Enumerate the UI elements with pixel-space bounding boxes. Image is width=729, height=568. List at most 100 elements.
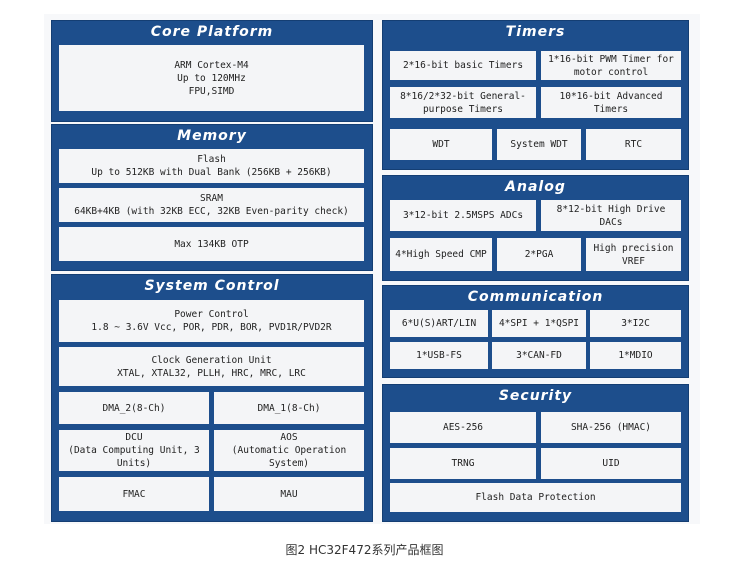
security-panel: Security AES-256 SHA-256 (HMAC) TRNG UID…: [382, 384, 689, 522]
dac-line-2: DACs: [599, 216, 623, 228]
system-control-title: System Control: [144, 278, 280, 294]
spi-block: 4*SPI + 1*QSPI: [492, 310, 586, 337]
rtc-label: RTC: [624, 139, 643, 150]
mdio-block: 1*MDIO: [590, 342, 681, 369]
pga-block: 2*PGA: [497, 238, 581, 271]
aes-block: AES-256: [390, 412, 536, 443]
cpu-block: ARM Cortex-M4 Up to 120MHz FPU,SIMD: [59, 45, 364, 111]
advanced-timers-block: 10*16-bit Advanced Timers: [541, 87, 681, 118]
mdio-label: 1*MDIO: [618, 350, 653, 361]
timers-panel: Timers 2*16-bit basic Timers 1*16-bit PW…: [382, 20, 689, 170]
advanced-timers-line-2: Timers: [593, 103, 629, 115]
core-platform-title: Core Platform: [150, 24, 274, 40]
dac-block: 8*12-bit High Drive DACs: [541, 200, 681, 231]
system-control-panel: System Control Power Control 1.8 ~ 3.6V …: [51, 274, 373, 522]
dac-line-1: 8*12-bit High Drive: [556, 203, 666, 215]
trng-block: TRNG: [390, 448, 536, 479]
aos-detail-1: (Automatic Operation: [231, 445, 347, 456]
aos-label: AOS: [280, 432, 298, 443]
memory-title: Memory: [177, 128, 247, 144]
mau-block: MAU: [214, 477, 364, 511]
pwm-timer-block: 1*16-bit PWM Timer for motor control: [541, 51, 681, 80]
basic-timers-label: 2*16-bit basic Timers: [402, 60, 524, 71]
power-control-block: Power Control 1.8 ~ 3.6V Vcc, POR, PDR, …: [59, 300, 364, 342]
power-control-detail: 1.8 ~ 3.6V Vcc, POR, PDR, BOR, PVD1R/PVD…: [91, 322, 332, 333]
basic-timers-block: 2*16-bit basic Timers: [390, 51, 536, 80]
pwm-timer-line-2: motor control: [573, 66, 649, 78]
dcu-detail-1: (Data Computing Unit, 3: [68, 445, 200, 456]
rtc-block: RTC: [586, 129, 681, 160]
flash-block: Flash Up to 512KB with Dual Bank (256KB …: [59, 149, 364, 183]
otp-block: Max 134KB OTP: [59, 227, 364, 261]
vref-line-1: High precision: [593, 242, 674, 254]
timers-title: Timers: [505, 24, 566, 40]
usb-block: 1*USB-FS: [390, 342, 488, 369]
wdt-label: WDT: [432, 139, 450, 150]
sha-label: SHA-256 (HMAC): [570, 422, 652, 433]
otp-label: Max 134KB OTP: [174, 238, 249, 250]
uid-label: UID: [602, 458, 620, 469]
fmac-label: FMAC: [122, 488, 146, 500]
mau-label: MAU: [280, 488, 298, 500]
memory-panel: Memory Flash Up to 512KB with Dual Bank …: [51, 124, 373, 271]
pwm-timer-line-1: 1*16-bit PWM Timer for: [548, 53, 674, 65]
advanced-timers-line-1: 10*16-bit Advanced: [559, 90, 663, 102]
general-timers-line-2: purpose Timers: [422, 103, 504, 115]
flash-size: Up to 512KB with Dual Bank (256KB + 256K…: [91, 167, 332, 178]
analog-panel: Analog 3*12-bit 2.5MSPS ADCs 8*12-bit Hi…: [382, 175, 689, 281]
dma2-block: DMA_2(8-Ch): [59, 392, 209, 424]
clock-unit-block: Clock Generation Unit XTAL, XTAL32, PLLH…: [59, 347, 364, 386]
fmac-block: FMAC: [59, 477, 209, 511]
uid-block: UID: [541, 448, 681, 479]
flash-protection-label: Flash Data Protection: [475, 492, 596, 503]
clock-unit-label: Clock Generation Unit: [151, 354, 272, 366]
general-timers-block: 8*16/2*32-bit General- purpose Timers: [390, 87, 536, 118]
dma1-block: DMA_1(8-Ch): [214, 392, 364, 424]
analog-title: Analog: [505, 179, 566, 195]
can-block: 3*CAN-FD: [492, 342, 586, 369]
vref-line-2: VREF: [622, 255, 645, 267]
can-label: 3*CAN-FD: [516, 350, 562, 361]
communication-title: Communication: [467, 289, 604, 305]
power-control-label: Power Control: [174, 309, 249, 320]
cpu-features-text: FPU,SIMD: [188, 85, 235, 97]
cpu-frequency-text: Up to 120MHz: [177, 72, 246, 84]
dcu-label: DCU: [125, 432, 143, 443]
i2c-block: 3*I2C: [590, 310, 681, 337]
usb-label: 1*USB-FS: [416, 350, 462, 361]
system-wdt-block: System WDT: [497, 129, 581, 160]
flash-label: Flash: [197, 154, 226, 165]
communication-panel: Communication 6*U(S)ART/LIN 4*SPI + 1*QS…: [382, 285, 689, 378]
sram-label: SRAM: [200, 193, 223, 204]
vref-block: High precision VREF: [586, 238, 681, 271]
cmp-label: 4*High Speed CMP: [395, 249, 487, 260]
sram-block: SRAM 64KB+4KB (with 32KB ECC, 32KB Even-…: [59, 188, 364, 222]
clock-unit-detail: XTAL, XTAL32, PLLH, HRC, MRC, LRC: [117, 367, 306, 379]
wdt-block: WDT: [390, 129, 492, 160]
aes-label: AES-256: [442, 422, 484, 433]
adc-label: 3*12-bit 2.5MSPS ADCs: [402, 210, 524, 221]
trng-label: TRNG: [451, 458, 475, 469]
dma1-label: DMA_1(8-Ch): [257, 402, 321, 414]
system-wdt-label: System WDT: [510, 139, 568, 150]
figure-caption: 图2 HC32F472系列产品框图: [285, 543, 444, 557]
security-title: Security: [498, 388, 573, 404]
adc-block: 3*12-bit 2.5MSPS ADCs: [390, 200, 536, 231]
uart-label: 6*U(S)ART/LIN: [401, 318, 477, 329]
core-platform-panel: Core Platform ARM Cortex-M4 Up to 120MHz…: [51, 20, 373, 122]
aos-detail-2: System): [268, 458, 310, 469]
general-timers-line-1: 8*16/2*32-bit General-: [400, 90, 526, 102]
sha-block: SHA-256 (HMAC): [541, 412, 681, 443]
cpu-core-text: ARM Cortex-M4: [174, 59, 249, 71]
i2c-label: 3*I2C: [621, 318, 650, 329]
uart-block: 6*U(S)ART/LIN: [390, 310, 488, 337]
dma2-label: DMA_2(8-Ch): [102, 402, 166, 414]
flash-protection-block: Flash Data Protection: [390, 483, 681, 512]
cmp-block: 4*High Speed CMP: [390, 238, 492, 271]
spi-label: 4*SPI + 1*QSPI: [498, 318, 580, 329]
dcu-detail-2: Units): [116, 458, 152, 469]
sram-size: 64KB+4KB (with 32KB ECC, 32KB Even-parit…: [74, 206, 349, 217]
dcu-block: DCU (Data Computing Unit, 3 Units): [59, 430, 209, 471]
aos-block: AOS (Automatic Operation System): [214, 430, 364, 471]
pga-label: 2*PGA: [524, 249, 554, 260]
